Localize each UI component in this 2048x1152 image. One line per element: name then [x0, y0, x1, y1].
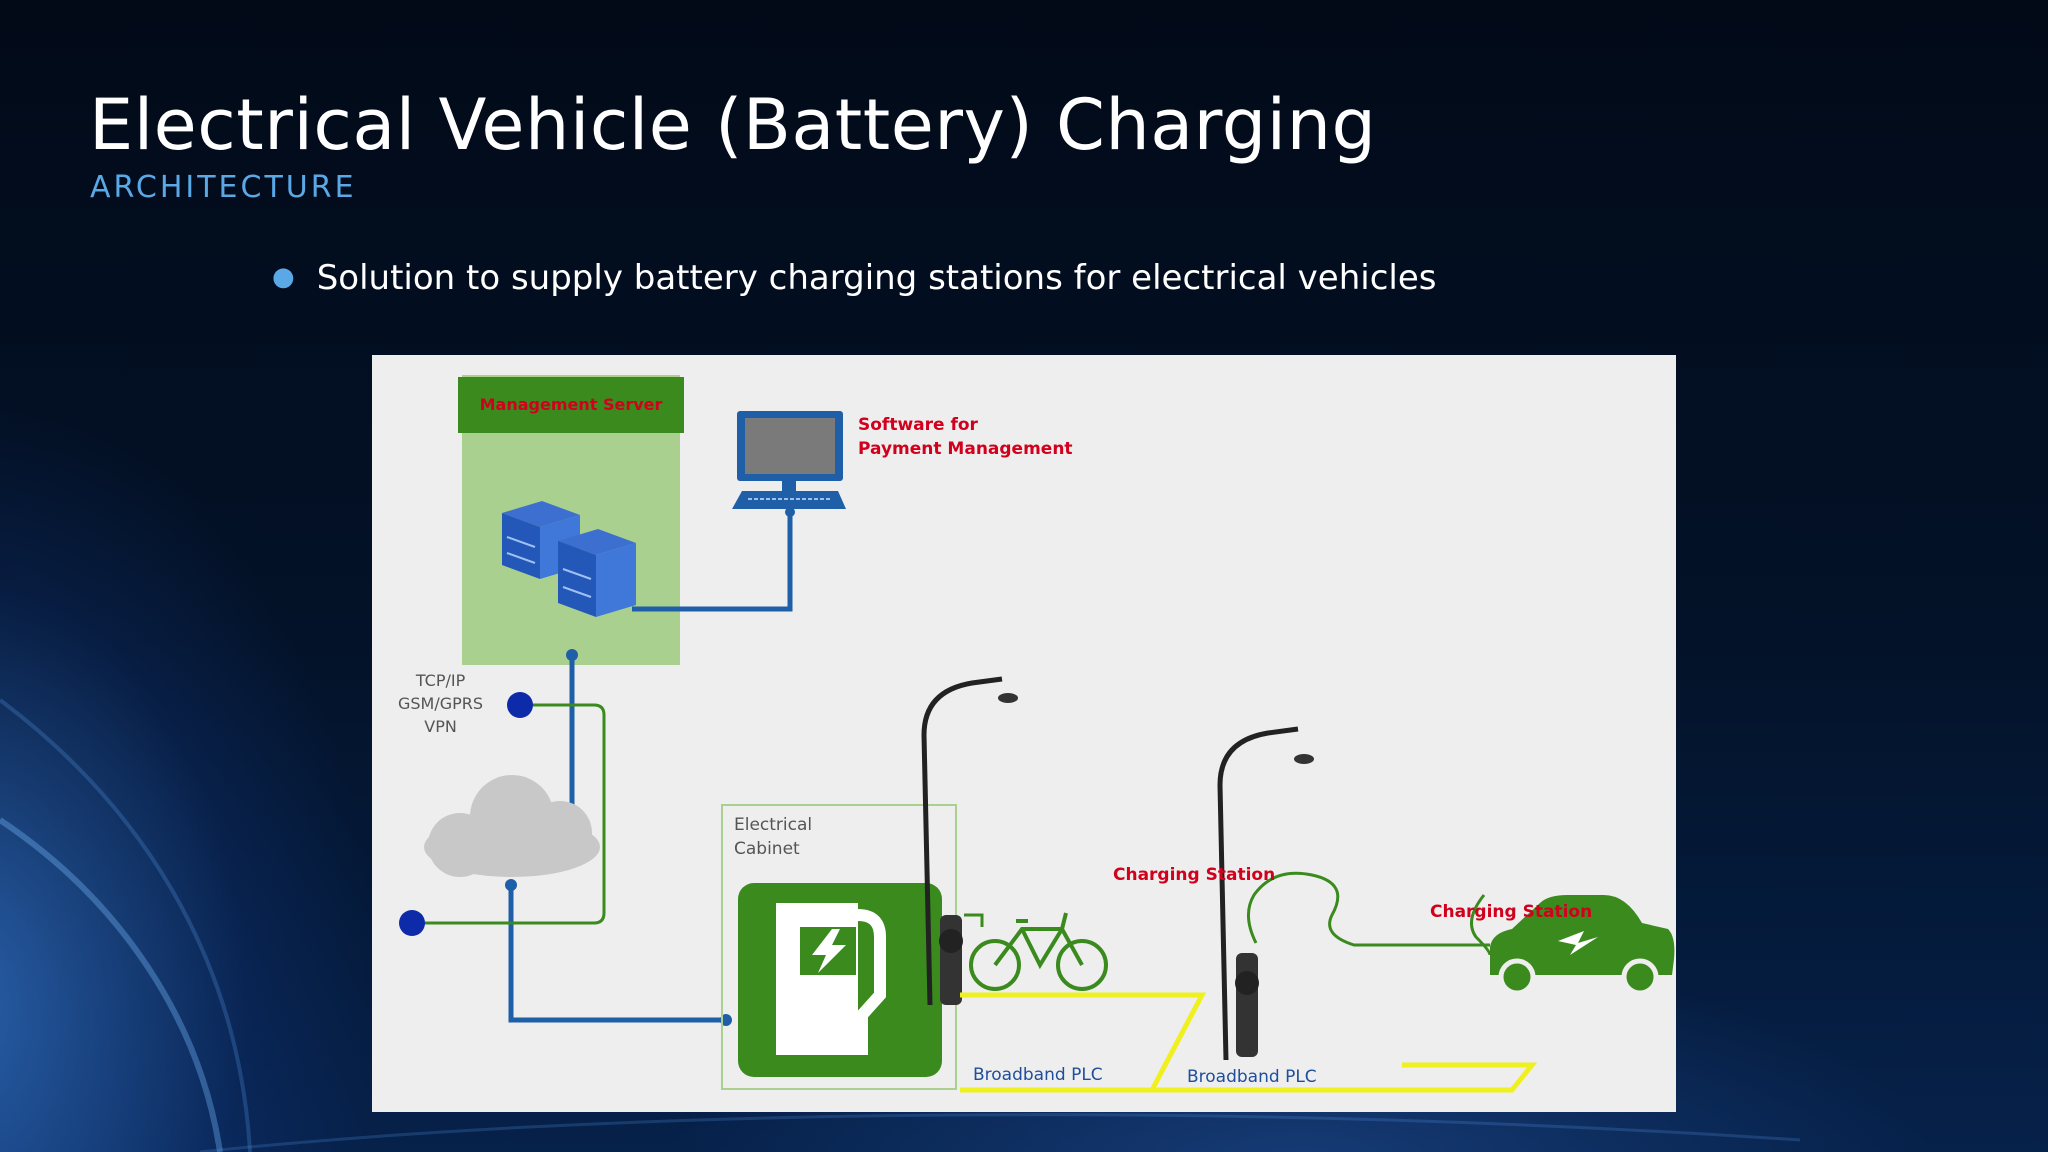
cabinet-label: Electrical Cabinet [734, 815, 813, 859]
server-rack-icon [502, 501, 636, 617]
electric-car-icon [1490, 895, 1675, 996]
charging-station-label: Charging Station [1113, 865, 1276, 885]
network-protocols-label: TCP/IP GSM/GPRS VPN [398, 671, 484, 736]
network-lines [508, 511, 793, 1023]
cloud-icon [424, 775, 600, 877]
charging-station-label: Charging Station [1430, 902, 1593, 922]
bicycle-icon [969, 912, 1108, 991]
wireless-links [412, 703, 606, 925]
fuel-pump-icon [738, 883, 942, 1077]
computer-icon [732, 411, 846, 509]
charging-post-icon [939, 915, 1259, 1057]
antenna-node-icon [507, 692, 533, 718]
slide-subtitle: ARCHITECTURE [90, 170, 357, 205]
plc-line [960, 992, 1538, 1093]
management-server-label: Management Server [479, 395, 663, 414]
antenna-node-icon [399, 910, 425, 936]
architecture-diagram: Management Server Software for Payment M… [372, 355, 1676, 1112]
slide-title: Electrical Vehicle (Battery) Charging [89, 84, 1377, 166]
software-label: Software for Payment Management [858, 415, 1073, 459]
plc-label: Broadband PLC [973, 1065, 1103, 1085]
street-lamp-icon [921, 676, 1299, 1061]
server-header [458, 377, 684, 433]
charging-cable [1470, 894, 1492, 956]
bullet-text: Solution to supply battery charging stat… [316, 258, 1437, 298]
bullet-item: ● Solution to supply battery charging sta… [272, 258, 1436, 298]
plc-label: Broadband PLC [1187, 1067, 1317, 1087]
bullet-dot-icon: ● [272, 262, 295, 292]
